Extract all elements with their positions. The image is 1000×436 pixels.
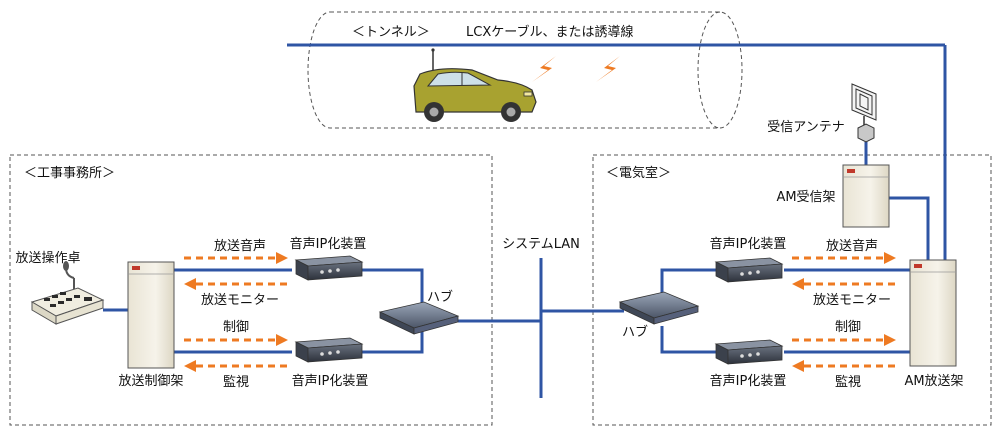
electric-hub-label: ハブ (622, 324, 648, 340)
ip-converter-icon (294, 337, 364, 363)
system-lan-label: システムLAN (502, 237, 580, 252)
network-hub-icon (618, 291, 700, 325)
tunnel-outline (307, 11, 743, 129)
am-broadcast-label: AM放送架 (904, 374, 963, 389)
am-receiver-label: AM受信架 (776, 190, 835, 205)
broadcast-control-rack-icon (127, 261, 175, 369)
broadcast-console-icon (30, 261, 105, 325)
antenna-icon (851, 83, 877, 143)
ip-converter-icon (294, 255, 364, 281)
office-arrow-broadcast-audio: 放送音声 (214, 238, 266, 254)
radio-wave-icon (532, 56, 620, 82)
office-hub-label: ハブ (427, 289, 453, 305)
tunnel (307, 11, 743, 129)
ip-device-top-label: 音声IP化装置 (290, 236, 367, 252)
network-hub-icon (378, 301, 460, 335)
ip-converter-icon (714, 257, 784, 283)
ip-converter-icon (714, 339, 784, 365)
electric-arrow-control: 制御 (835, 320, 861, 335)
console-label: 放送操作卓 (15, 250, 80, 266)
network-lines (103, 45, 947, 398)
tunnel-label: ＜トンネル＞ (352, 25, 430, 40)
car-icon (413, 48, 537, 122)
rack-label: 放送制御架 (118, 374, 183, 389)
electric-arrow-broadcast-audio: 放送音声 (826, 238, 878, 254)
ip-device-bottom-label: 音声IP化装置 (292, 373, 369, 389)
office-arrow-broadcast-monitor: 放送モニター (201, 293, 279, 308)
electric-ip-device-bottom-label: 音声IP化装置 (710, 373, 787, 389)
electric-arrow-broadcast-monitor: 放送モニター (813, 293, 891, 308)
am-broadcast-rack-icon (909, 259, 957, 367)
cable-label: LCXケーブル、または誘導線 (466, 24, 633, 40)
electric-room-area (592, 154, 992, 426)
antenna-label: 受信アンテナ (767, 120, 844, 135)
arrows-electric-room (792, 252, 898, 372)
office-arrow-monitoring: 監視 (223, 374, 249, 390)
office-area (9, 154, 493, 426)
office-label: ＜工事事務所＞ (24, 166, 115, 181)
office-arrow-control: 制御 (223, 320, 249, 335)
arrows-office (184, 252, 290, 372)
electric-room-label: ＜電気室＞ (606, 165, 671, 181)
am-receiver-rack-icon (842, 164, 890, 228)
electric-arrow-monitoring: 監視 (835, 374, 861, 390)
tunnel-end (697, 11, 721, 129)
electric-ip-device-top-label: 音声IP化装置 (710, 236, 787, 252)
